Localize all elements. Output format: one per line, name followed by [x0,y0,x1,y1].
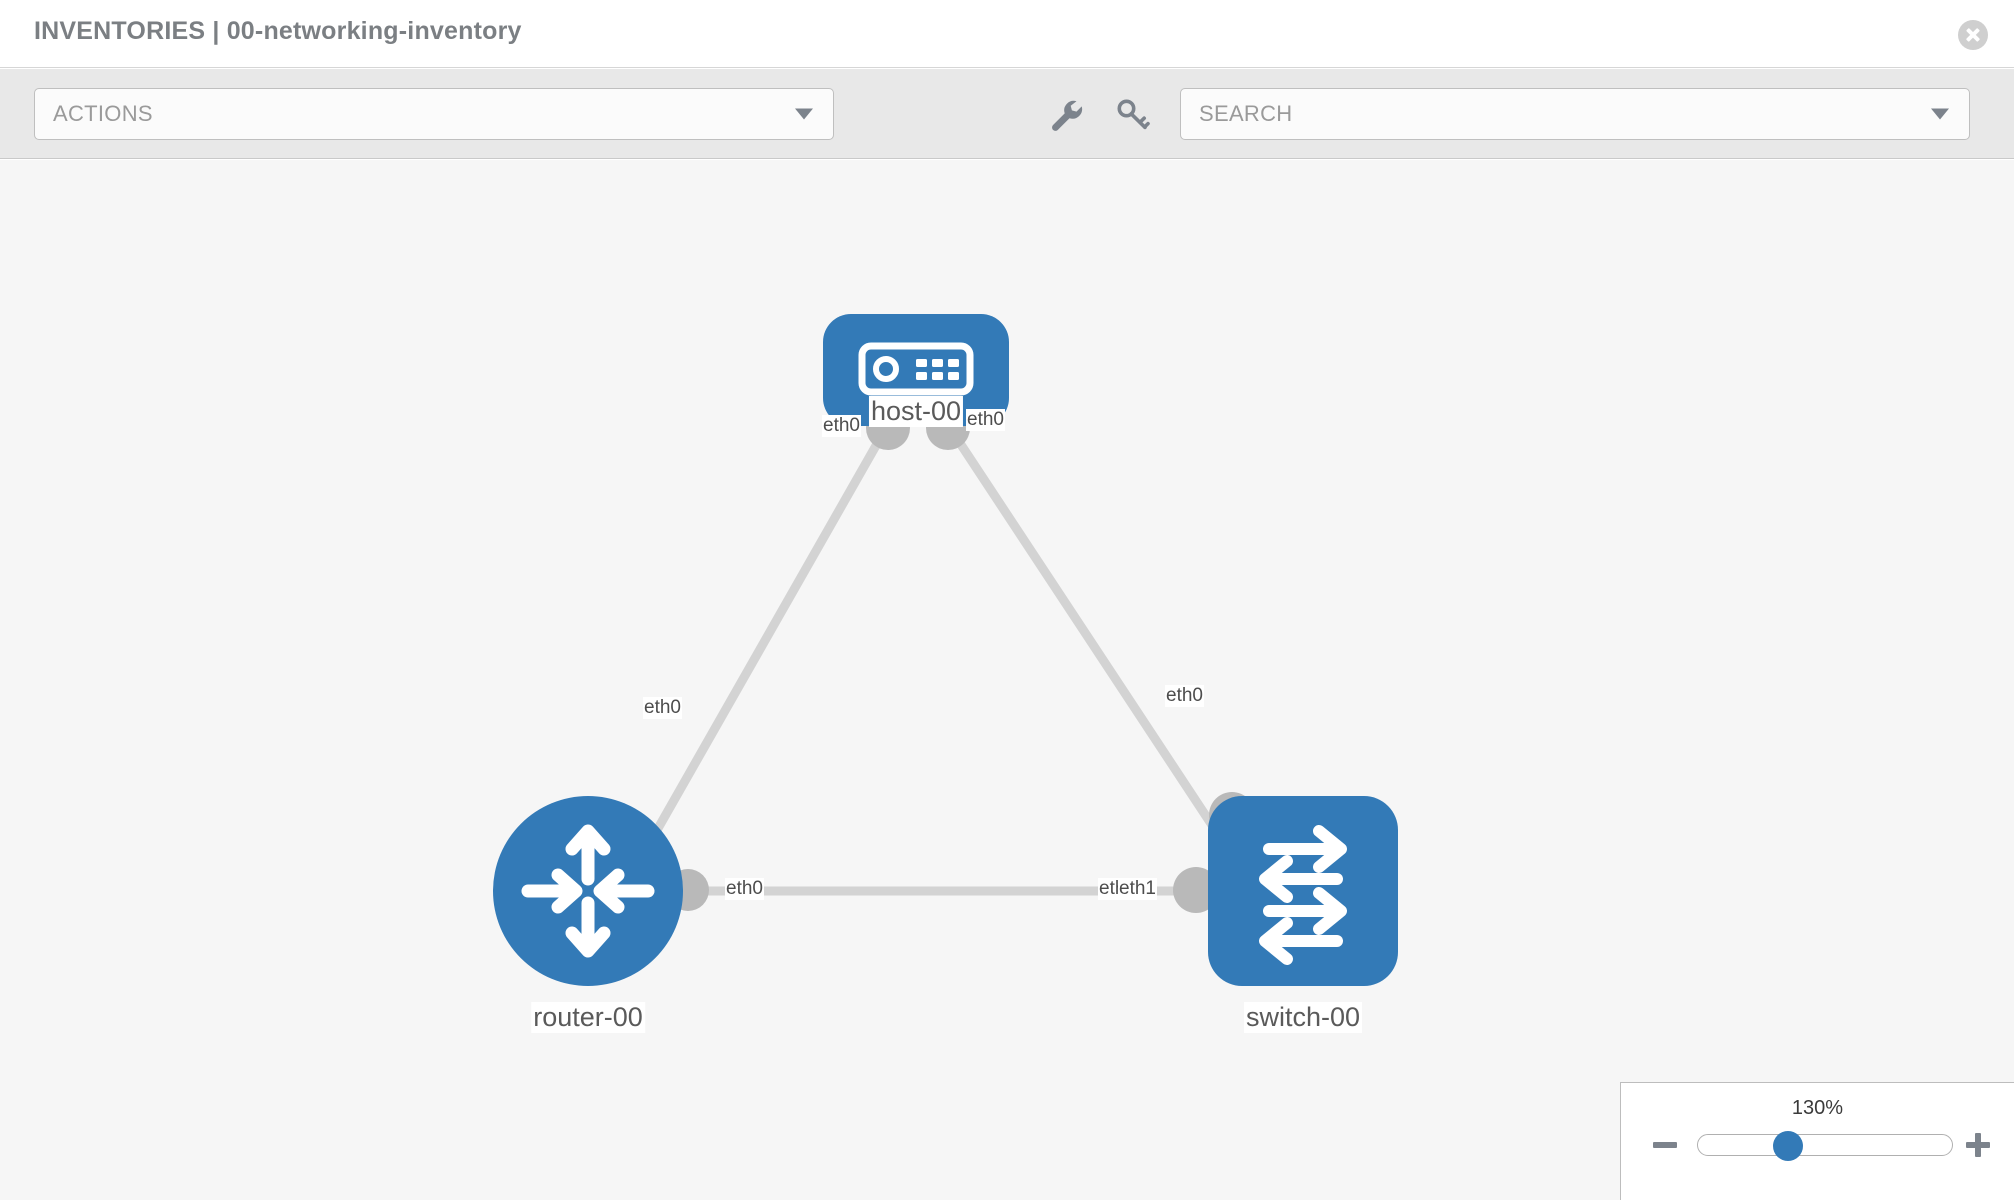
page-title: INVENTORIES | 00-networking-inventory [34,17,522,45]
zoom-percent-label: 130% [1791,1097,1844,1119]
zoom-control-panel: 130% [1620,1082,2014,1200]
chevron-down-icon [795,108,813,120]
if-label-host-left: eth0 [822,415,861,437]
actions-dropdown-label: ACTIONS [53,101,153,126]
if-label-switch-left-over: eth1 [1118,878,1157,900]
page-header: INVENTORIES | 00-networking-inventory [0,0,2014,68]
minus-icon[interactable] [1651,1131,1679,1159]
link-host-router [635,423,891,865]
search-input[interactable]: SEARCH [1180,88,1970,140]
toolbar: ACTIONS SEARCH [0,69,2014,159]
node-label-switch-00: switch-00 [1243,1002,1363,1033]
actions-dropdown[interactable]: ACTIONS [34,88,834,140]
port-switch-left[interactable] [1173,867,1219,913]
plus-icon[interactable] [1964,1131,1992,1159]
zoom-slider-thumb[interactable] [1773,1131,1803,1161]
chevron-down-icon [1931,108,1949,120]
node-switch-00[interactable] [1208,796,1398,986]
node-label-router-00: router-00 [531,1002,645,1033]
if-label-router-uplink: eth0 [643,697,682,719]
node-router-00[interactable] [493,796,683,986]
zoom-slider-track[interactable] [1697,1134,1953,1156]
if-label-host-right: eth0 [966,409,1005,431]
close-icon[interactable] [1958,20,1988,50]
topology-canvas[interactable]: host-00 router-00 switch-00 eth0 eth0 et… [0,160,2014,1200]
search-placeholder: SEARCH [1199,101,1293,126]
topology-graph [493,314,1398,986]
node-label-host-00: host-00 [868,396,964,427]
if-label-router-right: eth0 [725,878,764,900]
key-icon[interactable] [1112,95,1152,135]
if-label-switch-uplink: eth0 [1165,685,1204,707]
wrench-icon[interactable] [1046,95,1086,135]
link-host-switch [945,423,1240,865]
